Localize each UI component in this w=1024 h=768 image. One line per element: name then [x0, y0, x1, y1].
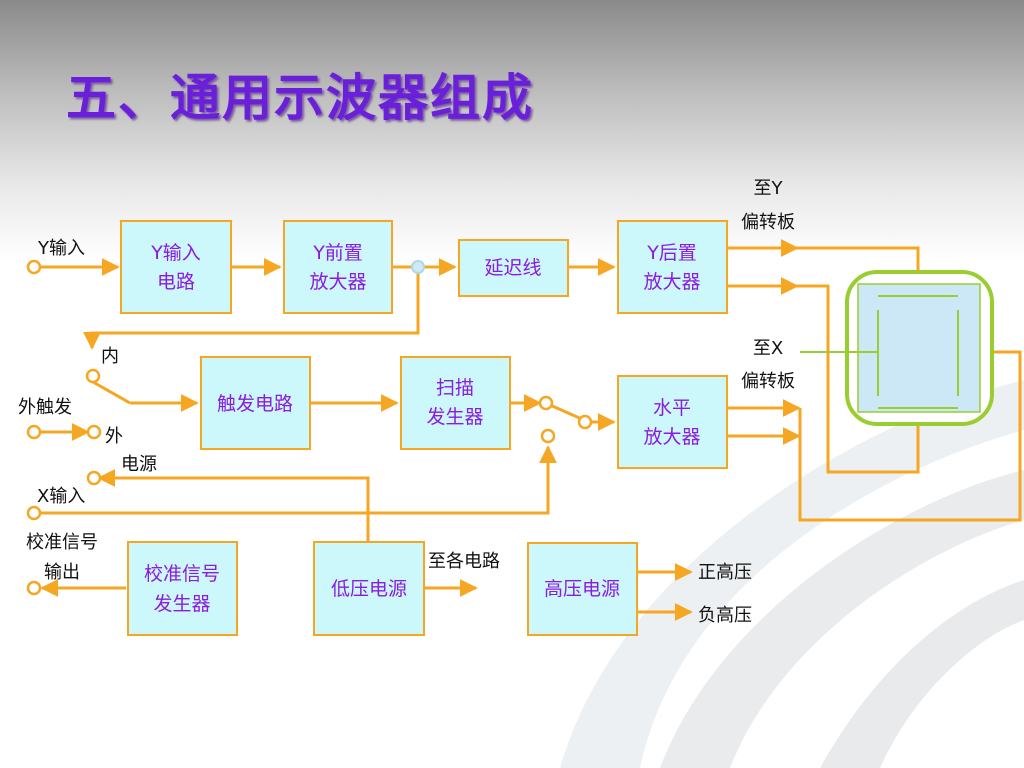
label-external-trigger: 外触发	[18, 397, 72, 418]
label-to-x-plate-2: 偏转板	[741, 371, 795, 392]
block-y-postamp-line-2: 放大器	[643, 271, 700, 293]
block-y-preamp-line-1: Y前置	[312, 242, 363, 264]
block-y-preamp-line-2: 放大器	[309, 271, 366, 293]
label-positive-hv: 正高压	[698, 562, 752, 583]
block-y-input-circuit-line-2: 电路	[157, 271, 195, 293]
block-low-voltage-supply-text: 低压电源	[331, 578, 407, 600]
block-sweep-generator-line-1: 扫描	[436, 377, 474, 399]
block-low-voltage-supply: 低压电源	[313, 541, 425, 636]
label-to-x-plate-1: 至X	[753, 338, 783, 359]
block-calibration-generator-line-1: 校准信号	[144, 563, 220, 585]
block-sweep-generator: 扫描 发生器	[400, 356, 511, 450]
block-high-voltage-supply: 高压电源	[527, 542, 638, 636]
label-negative-hv: 负高压	[698, 605, 752, 626]
page-title: 五、通用示波器组成	[66, 69, 534, 127]
block-high-voltage-supply-text: 高压电源	[544, 578, 620, 600]
block-horizontal-amp-line-1: 水平	[653, 397, 691, 419]
label-calibration-output-2: 输出	[44, 562, 80, 583]
block-calibration-generator: 校准信号 发生器	[127, 541, 238, 636]
label-calibration-output-1: 校准信号	[26, 532, 98, 553]
block-delay-line-text: 延迟线	[484, 257, 541, 279]
block-y-input-circuit-line-1: Y输入	[150, 242, 201, 264]
block-sweep-generator-line-2: 发生器	[426, 406, 483, 428]
block-horizontal-amp: 水平 放大器	[617, 375, 728, 469]
signal-lines	[40, 239, 1022, 621]
terminals	[26, 259, 593, 596]
label-internal: 内	[101, 346, 119, 367]
block-calibration-generator-line-2: 发生器	[153, 593, 210, 615]
label-external: 外	[105, 426, 123, 447]
block-y-input-circuit: Y输入 电路	[120, 220, 232, 314]
block-trigger-circuit-text: 触发电路	[217, 393, 293, 415]
label-to-y-plate-2: 偏转板	[741, 212, 795, 233]
block-horizontal-amp-line-2: 放大器	[643, 426, 700, 448]
block-y-preamp: Y前置 放大器	[283, 220, 393, 314]
block-trigger-circuit: 触发电路	[200, 356, 311, 450]
label-to-y-plate-1: 至Y	[754, 178, 784, 199]
crt-tube	[800, 270, 994, 426]
junction-node	[411, 260, 425, 274]
block-y-postamp-line-1: Y后置	[646, 242, 697, 264]
block-delay-line: 延迟线	[458, 239, 569, 297]
label-x-input: X输入	[37, 486, 85, 507]
block-y-postamp: Y后置 放大器	[617, 220, 728, 314]
label-to-circuits: 至各电路	[428, 551, 500, 572]
label-y-input: Y输入	[37, 238, 85, 259]
label-power: 电源	[121, 454, 157, 475]
